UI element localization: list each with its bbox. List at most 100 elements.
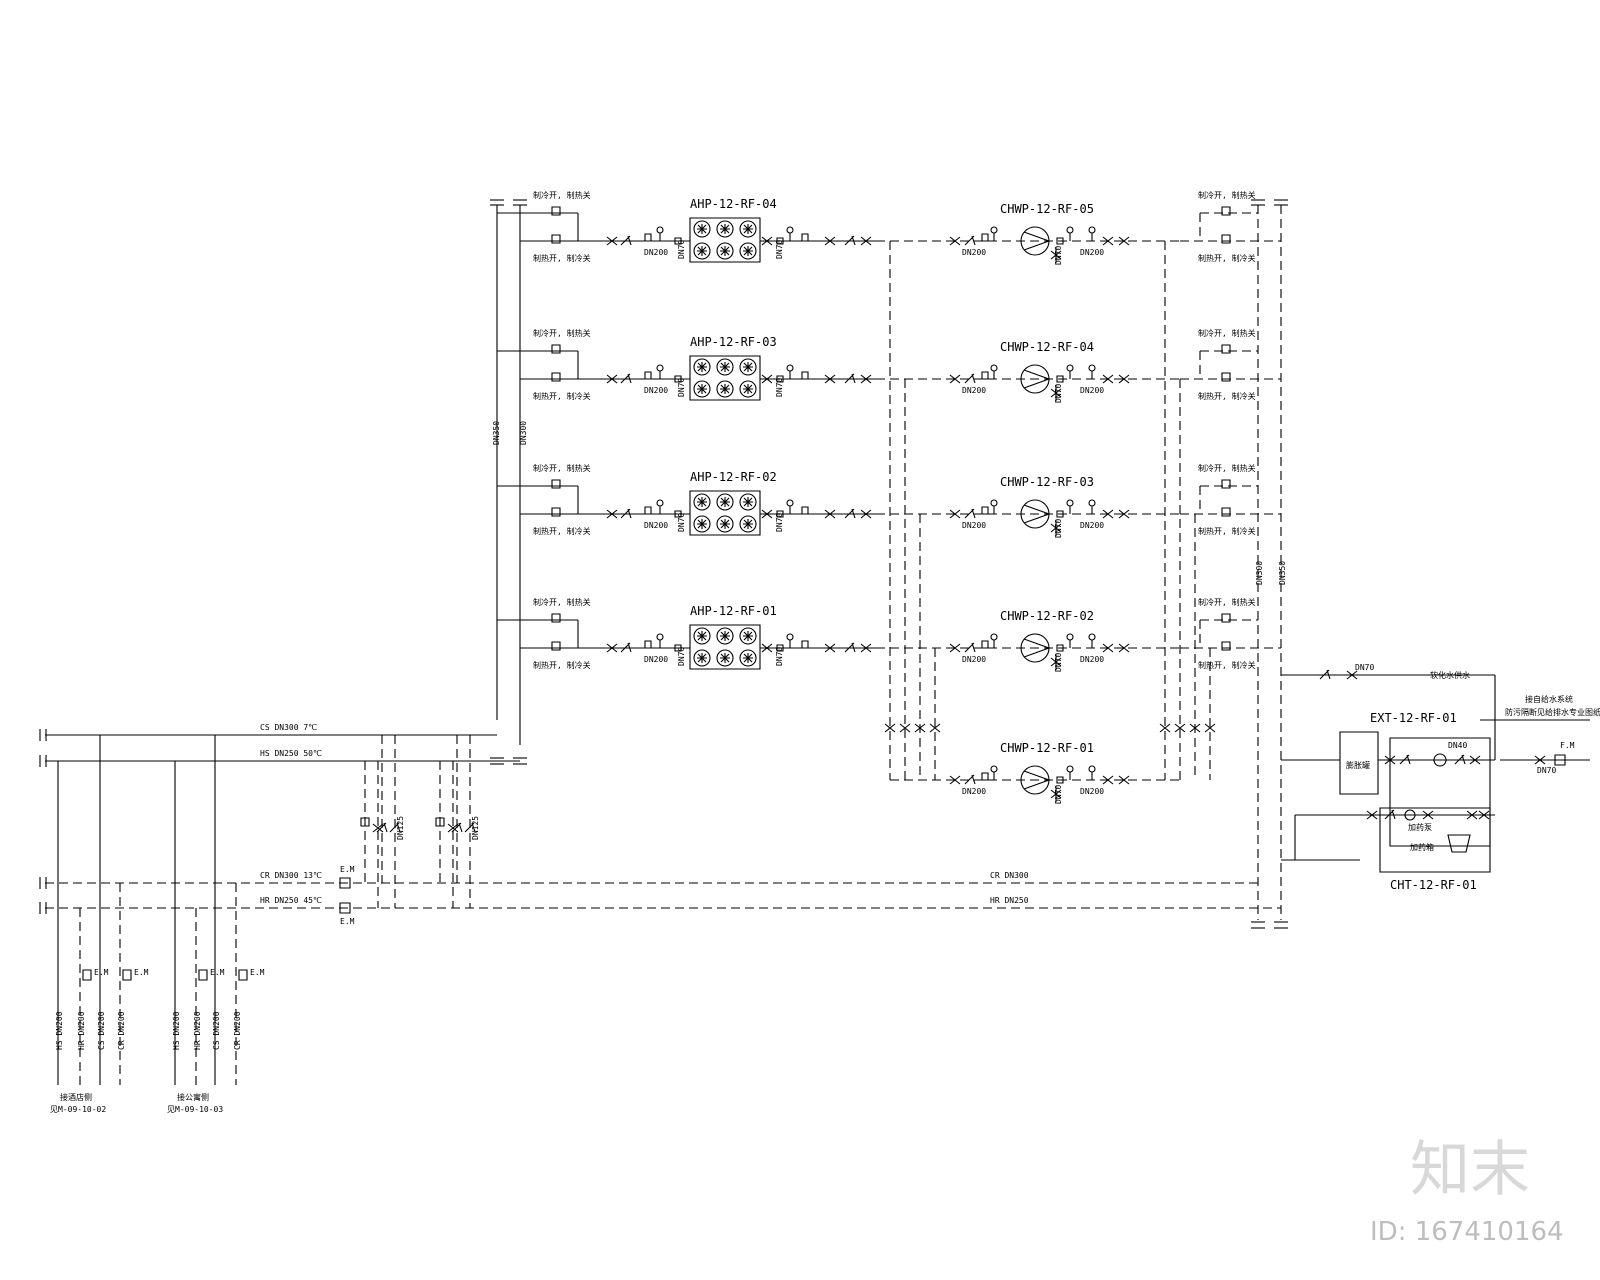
pressure-gauge-icon <box>991 365 997 371</box>
butterfly-valve-icon <box>1205 724 1215 732</box>
flow-meter-icon <box>199 970 207 980</box>
fan-icon <box>717 628 733 644</box>
strainer-icon <box>982 234 988 241</box>
valve-note-upper-right: 制冷开, 制热关 <box>1198 597 1256 607</box>
fan-icon <box>694 516 710 532</box>
supply-note-1: 接自给水系统 <box>1525 694 1573 704</box>
motor-valve-icon <box>1222 345 1230 353</box>
butterfly-valve-icon <box>607 375 617 383</box>
strainer-icon <box>802 234 808 241</box>
motor-valve-icon <box>552 614 560 622</box>
flow-meter-icon <box>123 970 131 980</box>
fan-icon <box>740 359 756 375</box>
fan-blade-icon <box>743 224 753 234</box>
fan-icon <box>740 650 756 666</box>
pump-dn-mid: DN70 <box>1054 246 1063 265</box>
fan-icon <box>740 221 756 237</box>
fan-icon <box>717 359 733 375</box>
pump-dn-mid: DN70 <box>1054 653 1063 672</box>
fan-blade-icon <box>697 653 707 663</box>
branch-name: 接酒店侧 <box>60 1092 92 1102</box>
butterfly-valve-icon <box>1423 811 1433 819</box>
flex-joint-icon <box>1057 238 1063 244</box>
fan-icon <box>740 628 756 644</box>
strainer-icon <box>645 641 651 648</box>
cr-label: CR DN300 13℃ <box>260 871 322 880</box>
butterfly-valve-icon <box>825 237 835 245</box>
motor-valve-icon <box>1222 373 1230 381</box>
fan-blade-icon <box>743 362 753 372</box>
flow-meter-icon <box>1555 755 1565 765</box>
ahp-id: AHP-12-RF-01 <box>690 604 777 618</box>
ahp-dn-in: DN200 <box>644 655 668 664</box>
motor-valve-icon <box>552 345 560 353</box>
butterfly-valve-icon <box>861 510 871 518</box>
flow-meter-icon <box>239 970 247 980</box>
strainer-icon <box>645 234 651 241</box>
butterfly-valve-icon <box>825 644 835 652</box>
branch-hr-label: HR DN200 <box>77 1011 86 1050</box>
motor-valve-icon <box>1222 642 1230 650</box>
butterfly-valve-icon <box>1190 724 1200 732</box>
pump-dn-mid: DN70 <box>1054 384 1063 403</box>
butterfly-valve-icon <box>915 724 925 732</box>
flex-joint-icon <box>1057 376 1063 382</box>
hr-right-label: HR DN250 <box>990 896 1029 905</box>
motor-valve-icon <box>552 235 560 243</box>
branch-em-a: E.M <box>210 968 225 977</box>
butterfly-valve-icon <box>762 375 772 383</box>
fan-blade-icon <box>743 246 753 256</box>
pump-dn-mid: DN70 <box>1054 519 1063 538</box>
butterfly-valve-icon <box>1051 389 1061 397</box>
branch-cr-label: CR DN200 <box>117 1011 126 1050</box>
fan-blade-icon <box>720 631 730 641</box>
branch-cs-label: CS DN200 <box>97 1011 106 1050</box>
pump-id: CHWP-12-RF-01 <box>1000 741 1094 755</box>
fm-label: F.M <box>1560 741 1575 750</box>
dosing-tank-label: 加药箱 <box>1410 842 1434 852</box>
fan-blade-icon <box>743 653 753 663</box>
ahp-id: AHP-12-RF-03 <box>690 335 777 349</box>
check-valve-icon <box>1400 755 1410 764</box>
check-valve-icon <box>1455 755 1465 764</box>
ahp-dn-out: DN70 <box>775 240 784 259</box>
fan-blade-icon <box>697 246 707 256</box>
pump-dn-in: DN200 <box>962 655 986 664</box>
ahp-dn-in: DN200 <box>644 386 668 395</box>
pump-arrow-icon <box>1024 505 1049 523</box>
fan-icon <box>694 650 710 666</box>
ahp-dn-mid: DN70 <box>677 647 686 666</box>
motor-valve-icon <box>1222 235 1230 243</box>
pump-dn-out: DN200 <box>1080 787 1104 796</box>
pressure-gauge-icon <box>1067 634 1073 640</box>
pump-icon <box>1434 754 1446 766</box>
flex-joint-icon <box>675 238 681 244</box>
butterfly-valve-icon <box>1103 375 1113 383</box>
pressure-gauge-icon <box>991 634 997 640</box>
valve-note-lower: 制热开, 制冷关 <box>533 391 591 401</box>
branch-hr-label: HR DN200 <box>193 1011 202 1050</box>
butterfly-valve-icon <box>373 824 383 832</box>
fan-icon <box>717 221 733 237</box>
fan-blade-icon <box>720 519 730 529</box>
butterfly-valve-icon <box>1467 811 1477 819</box>
expansion-tank-label: 膨胀罐 <box>1346 760 1370 770</box>
strainer-icon <box>802 372 808 379</box>
valve-note-lower-right: 制热开, 制冷关 <box>1198 391 1256 401</box>
motor-valve-icon <box>552 480 560 488</box>
pressure-gauge-icon <box>657 227 663 233</box>
pressure-gauge-icon <box>787 500 793 506</box>
flow-meter-icon <box>340 878 350 888</box>
fan-blade-icon <box>743 519 753 529</box>
flex-joint-icon <box>777 511 783 517</box>
valve-note-upper-right: 制冷开, 制热关 <box>1198 463 1256 473</box>
check-valve-icon <box>845 374 855 383</box>
butterfly-valve-icon <box>1051 524 1061 532</box>
fan-icon <box>740 243 756 259</box>
butterfly-valve-icon <box>1535 756 1545 764</box>
pressure-gauge-icon <box>1067 365 1073 371</box>
fan-icon <box>694 381 710 397</box>
check-valve-icon <box>621 236 631 245</box>
butterfly-valve-icon <box>1103 776 1113 784</box>
